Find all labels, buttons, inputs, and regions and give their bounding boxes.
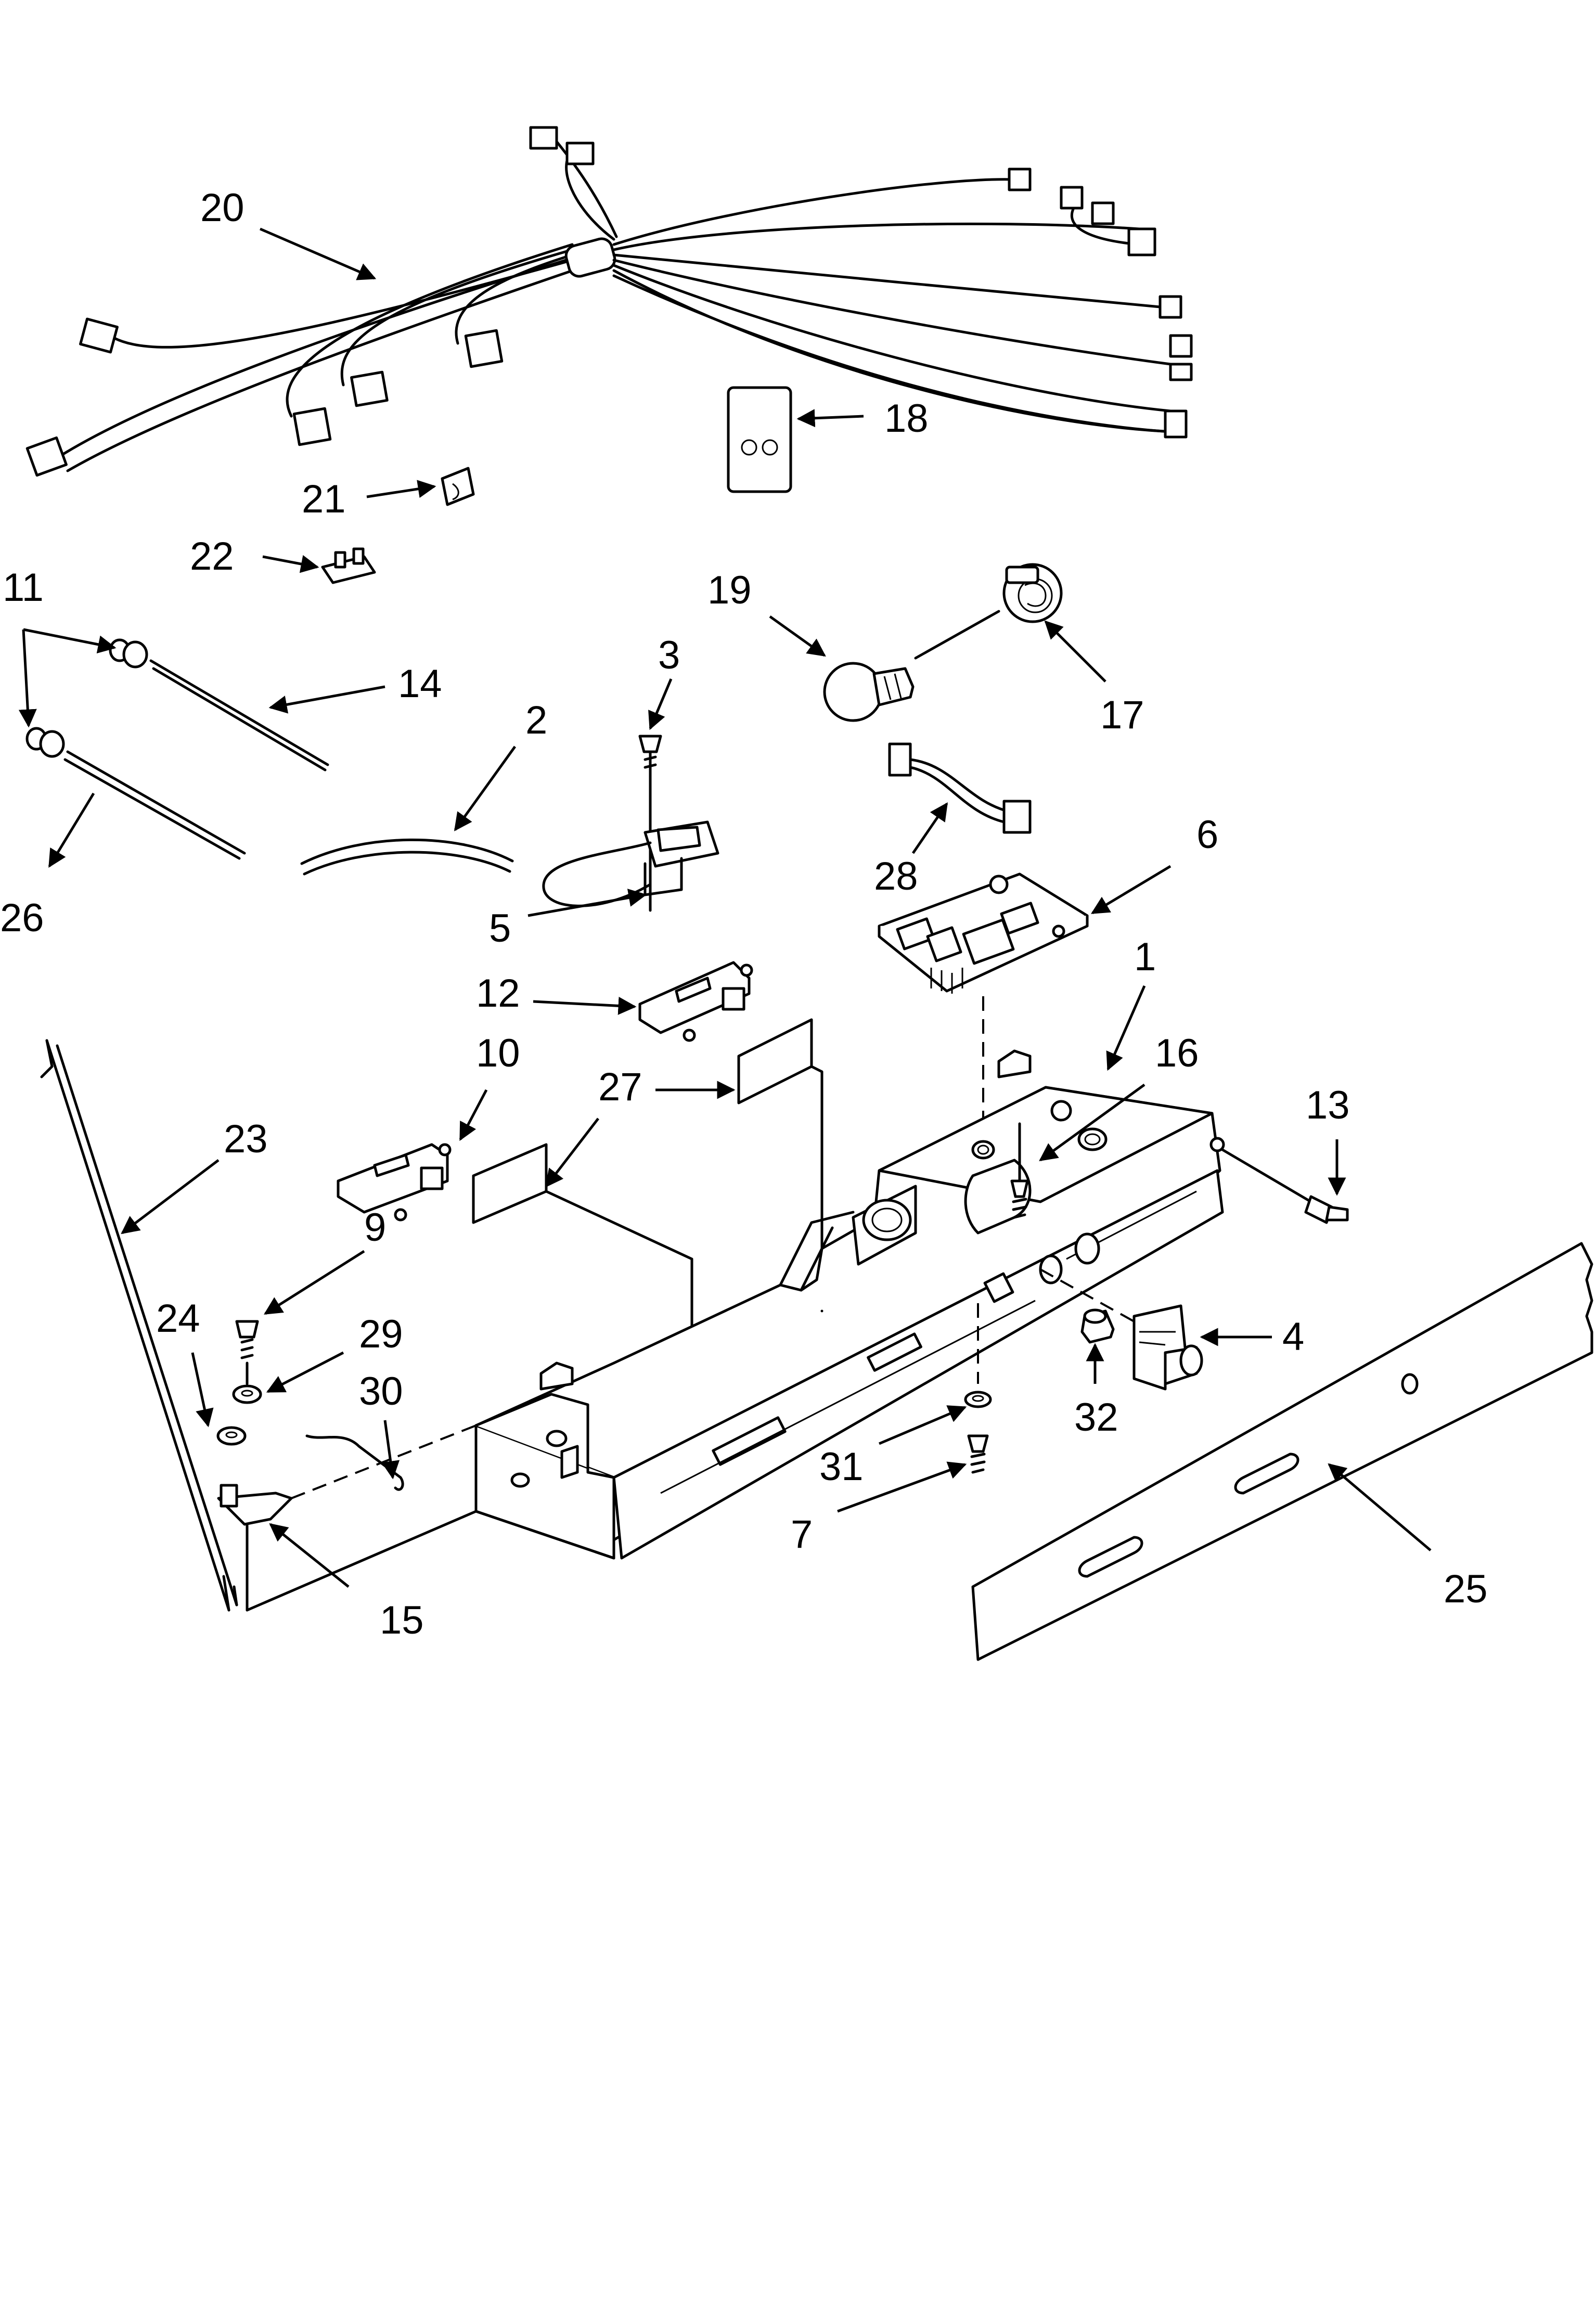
callout-1: 1 bbox=[1134, 935, 1156, 979]
callout-3: 3 bbox=[658, 633, 680, 677]
lamp-socket bbox=[1002, 563, 1063, 623]
screw-right bbox=[1221, 1148, 1349, 1224]
label-stickers bbox=[472, 1018, 823, 1432]
side-rail bbox=[40, 1039, 238, 1612]
callout-10: 10 bbox=[476, 1031, 520, 1075]
switch-assembly bbox=[542, 735, 719, 912]
callout-15: 15 bbox=[380, 1598, 424, 1642]
callout-16: 16 bbox=[1155, 1031, 1199, 1075]
callout-11: 11 bbox=[3, 566, 44, 610]
bulb-connector-line bbox=[914, 610, 1000, 660]
lamp-bulb bbox=[823, 662, 915, 722]
callout-14: 14 bbox=[398, 662, 442, 706]
callout-19: 19 bbox=[707, 568, 752, 612]
gasket-plate bbox=[727, 386, 792, 493]
wire-harness bbox=[25, 126, 1193, 477]
control-board bbox=[878, 872, 1089, 994]
callout-32: 32 bbox=[1074, 1395, 1118, 1440]
connector-harness bbox=[888, 742, 1032, 834]
callout-12: 12 bbox=[476, 971, 520, 1016]
callout-2: 2 bbox=[525, 698, 547, 742]
callout-20: 20 bbox=[200, 186, 244, 230]
sensor-clip bbox=[964, 1122, 1032, 1235]
callout-23: 23 bbox=[224, 1117, 268, 1161]
callout-30: 30 bbox=[359, 1369, 403, 1414]
bracket-upper bbox=[638, 961, 753, 1042]
callout-21: 21 bbox=[302, 477, 346, 521]
washer-screw-bottom bbox=[964, 1303, 992, 1474]
leader-lines bbox=[18, 227, 1432, 1588]
light-switch-button bbox=[1080, 1308, 1115, 1344]
callout-29: 29 bbox=[359, 1312, 403, 1356]
tie-mount bbox=[321, 547, 376, 584]
clip bbox=[441, 467, 475, 506]
bracket-lower bbox=[337, 1143, 452, 1222]
callout-5: 5 bbox=[489, 906, 511, 950]
hinge-assembly bbox=[216, 1320, 478, 1612]
thermostat-control bbox=[1040, 1268, 1203, 1391]
callout-18: 18 bbox=[884, 396, 929, 441]
callout-17: 17 bbox=[1100, 693, 1144, 737]
callout-28: 28 bbox=[874, 854, 918, 898]
callout-27: 27 bbox=[598, 1065, 642, 1109]
callout-31: 31 bbox=[819, 1445, 864, 1489]
callout-22: 22 bbox=[190, 534, 234, 579]
trim-panel bbox=[971, 1242, 1593, 1661]
callout-6: 6 bbox=[1196, 813, 1218, 857]
callout-labels: 20 18 21 22 11 19 3 14 17 2 6 28 26 5 1 … bbox=[0, 186, 1488, 1642]
callout-7: 7 bbox=[791, 1512, 813, 1557]
callout-24: 24 bbox=[156, 1296, 200, 1341]
callout-4: 4 bbox=[1282, 1315, 1304, 1359]
callout-26: 26 bbox=[0, 896, 44, 940]
callout-25: 25 bbox=[1444, 1567, 1488, 1611]
callout-13: 13 bbox=[1306, 1083, 1350, 1127]
callout-9: 9 bbox=[364, 1205, 386, 1250]
tube bbox=[300, 838, 514, 876]
grommets-and-rods bbox=[25, 638, 329, 860]
